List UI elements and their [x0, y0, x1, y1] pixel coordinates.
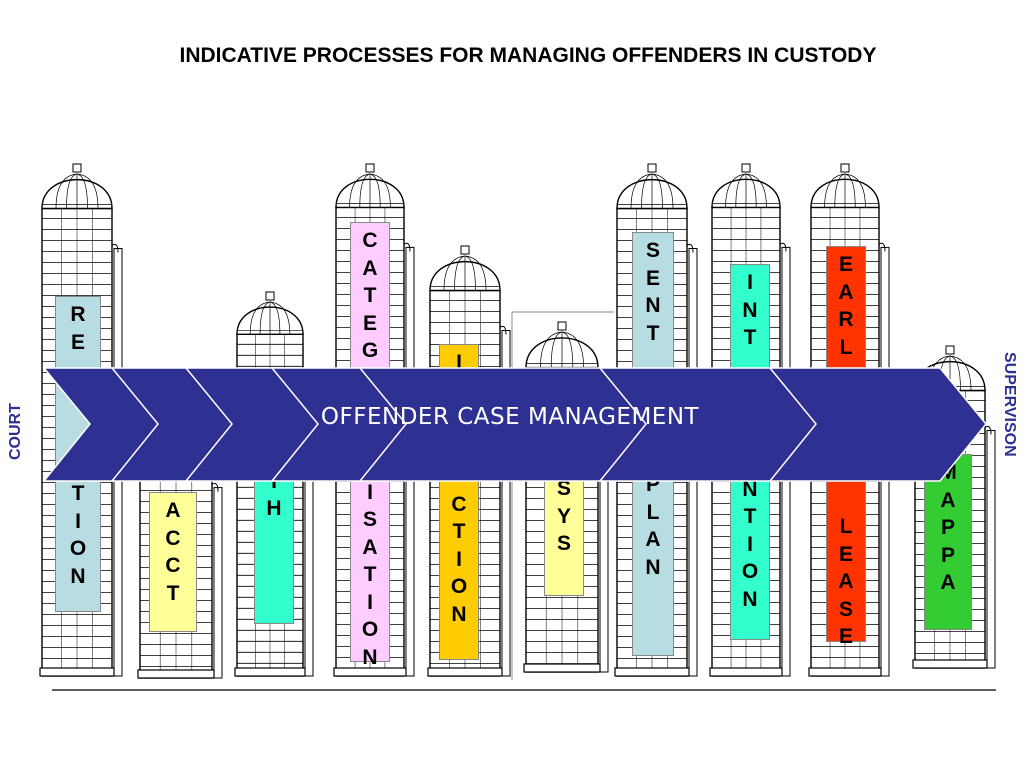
banner-label: OFFENDER CASE MANAGEMENT — [320, 404, 700, 430]
court-label: COURT — [7, 403, 24, 460]
supervision-label: SUPERVISON — [1001, 352, 1018, 457]
banner-chevron — [768, 367, 987, 482]
label-top-text: I — [456, 351, 462, 374]
diagram-title: INDICATIVE PROCESSES FOR MANAGING OFFEND… — [179, 44, 877, 67]
